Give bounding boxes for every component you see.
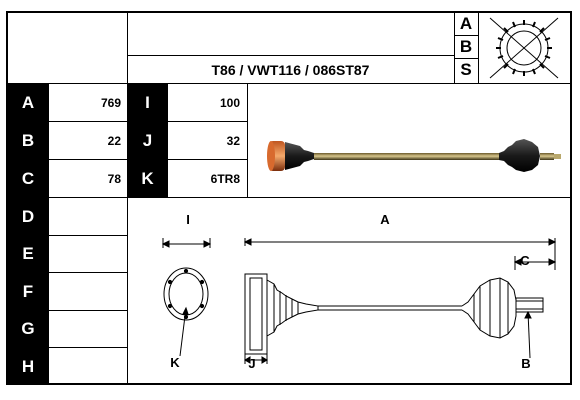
drive-shaft-photo-icon xyxy=(267,139,561,172)
abs-letter-b: B xyxy=(459,36,473,56)
row-divider-6 xyxy=(8,310,127,311)
dim-label-a: A xyxy=(380,211,390,227)
spec-label-k: K xyxy=(128,160,167,197)
spec-label-c: C xyxy=(8,160,48,197)
abs-icon-divider xyxy=(478,13,479,83)
header-divider xyxy=(127,55,454,56)
row-divider-2 xyxy=(8,159,247,160)
spec-label-j: J xyxy=(128,122,167,159)
spec-value-a: 769 xyxy=(100,95,121,110)
spec-value-c: 78 xyxy=(107,171,121,186)
abs-divider xyxy=(454,13,455,83)
row-divider-4 xyxy=(8,235,127,236)
label2-column-divider xyxy=(167,83,168,197)
photo-divider xyxy=(247,83,248,197)
dim-label-i: I xyxy=(186,211,190,227)
spec-label-f: F xyxy=(8,273,48,310)
row-divider-7 xyxy=(8,347,127,348)
dim-label-k: K xyxy=(170,354,180,370)
spec-value-j: 32 xyxy=(226,133,240,148)
spec-label-i: I xyxy=(128,84,167,121)
spec-label-e: E xyxy=(8,236,48,272)
row-divider-5 xyxy=(8,272,127,273)
row-divider-1 xyxy=(8,121,247,122)
spec-value-b: 22 xyxy=(107,133,121,148)
dimension-drawing xyxy=(161,238,557,364)
spec-value-i: 100 xyxy=(219,95,240,110)
left-column-divider xyxy=(127,13,128,385)
abs-letter-a: A xyxy=(459,13,473,33)
spec-label-h: H xyxy=(8,348,48,385)
part-reference: T86 / VWT116 / 086ST87 xyxy=(211,61,370,78)
spec-value-k: 6TR8 xyxy=(210,171,240,186)
spec-label-b: B xyxy=(8,122,48,159)
abs-letter-divider-2 xyxy=(454,58,478,59)
spec-label-d: D xyxy=(8,198,48,235)
spec-label-a: A xyxy=(8,84,48,121)
dim-label-j: J xyxy=(248,355,256,371)
dim-label-b: B xyxy=(521,355,531,371)
product-sheet: T86 / VWT116 / 086ST87 A B S xyxy=(6,11,572,385)
abs-letter-divider-1 xyxy=(454,35,478,36)
header-bottom-line xyxy=(8,83,570,84)
crossed-out-abs-ring-icon xyxy=(489,17,559,79)
dim-label-c: C xyxy=(520,252,530,268)
label-column-divider xyxy=(48,83,49,385)
spec-label-g: G xyxy=(8,311,48,347)
abs-letter-s: S xyxy=(460,59,472,79)
row-divider-3 xyxy=(8,197,570,198)
